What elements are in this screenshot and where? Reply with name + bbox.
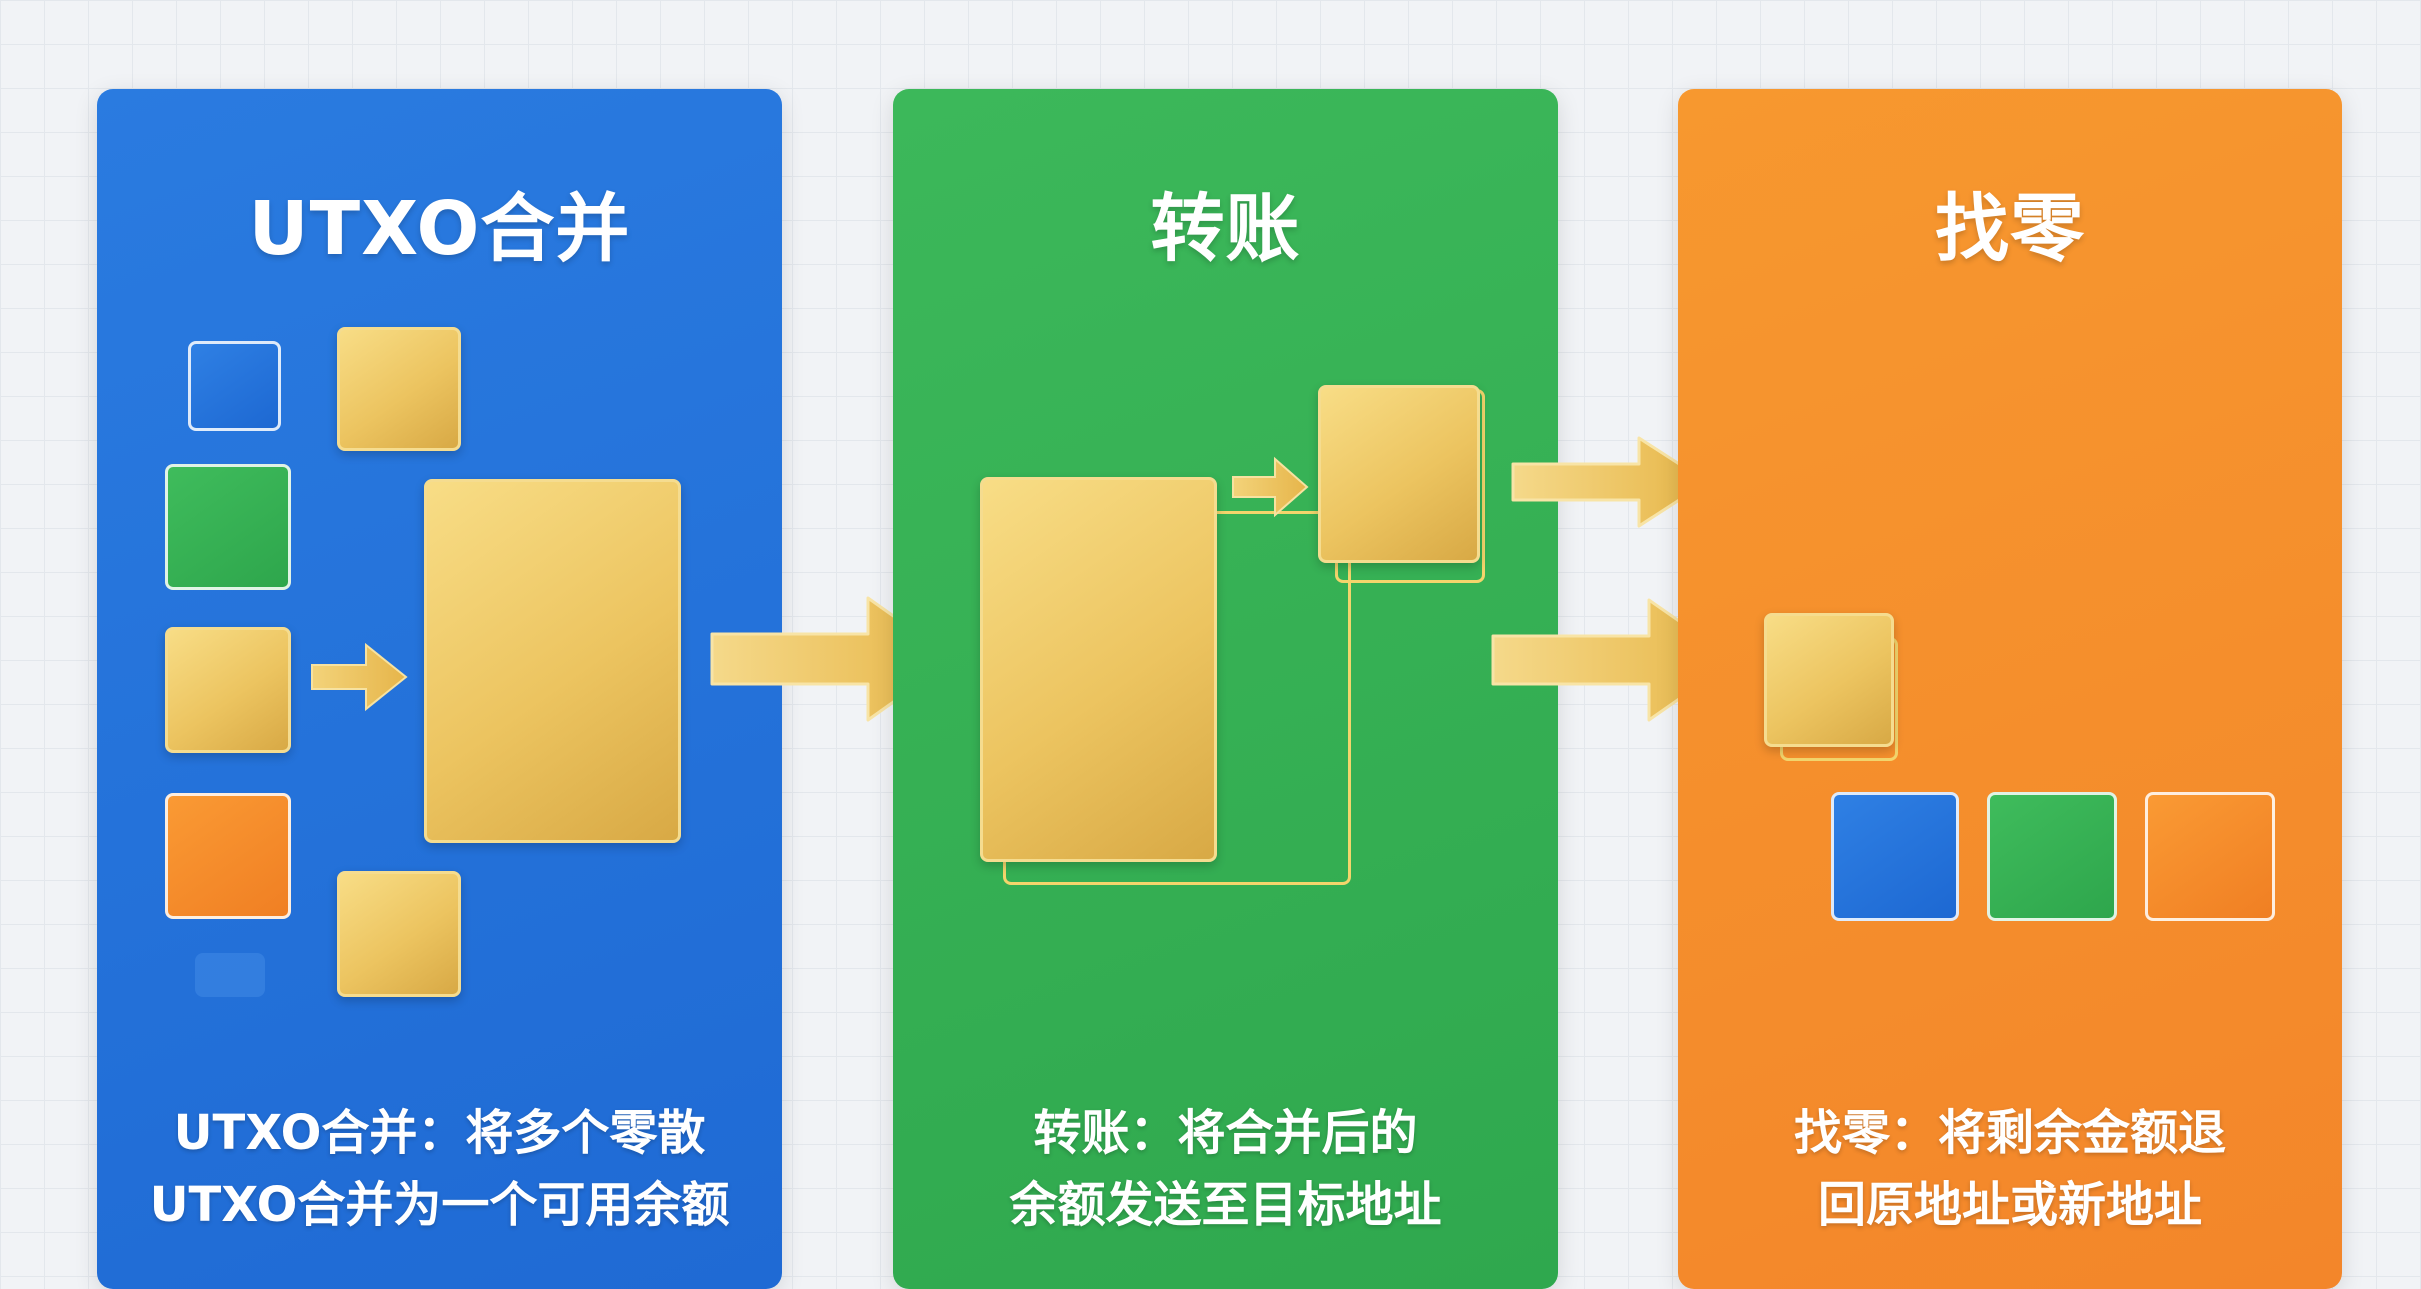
change-utxo-blue: [1831, 792, 1959, 921]
transfer-panel: 转账: [893, 89, 1558, 1289]
utxo-gold-top: [337, 327, 461, 451]
utxo-gold-middle: [165, 627, 291, 753]
change-caption-line2: 回原地址或新地址: [1817, 1177, 2202, 1233]
change-caption-wrap: 找零：将剩余金额退 回原地址或新地址: [1678, 0, 2342, 1279]
transfer-caption-line1: 转账：将合并后的: [1033, 1105, 1418, 1161]
change-utxo-orange: [2145, 792, 2275, 921]
merged-utxo-card: [424, 479, 681, 843]
send-arrow-icon: [1232, 456, 1309, 518]
transfer-caption-wrap: 转账：将合并后的 余额发送至目标地址: [893, 0, 1558, 1279]
utxo-green: [165, 464, 291, 590]
utxo-faded: [195, 953, 265, 997]
change-title: 找零: [1935, 186, 2085, 272]
change-utxo-green: [1987, 792, 2117, 921]
merge-arrow-icon: [311, 642, 408, 712]
change-caption-line1: 找零：将剩余金额退: [1793, 1105, 2226, 1161]
utxo-orange: [165, 793, 291, 919]
utxo-blue-small: [188, 341, 281, 431]
change-card: [1764, 613, 1894, 747]
transfer-caption-line2: 余额发送至目标地址: [1009, 1177, 1442, 1233]
transfer-card: [980, 477, 1217, 862]
merge-caption-line2: UTXO合并为一个可用余额: [149, 1177, 730, 1233]
transfer-title: 转账: [1150, 186, 1301, 272]
merge-caption-wrap: UTXO合并：将多个零散 UTXO合并为一个可用余额: [97, 0, 782, 1279]
utxo-gold-bottom: [337, 871, 461, 997]
change-panel: 找零: [1678, 89, 2342, 1289]
utxo-merge-panel: UTXO合并: [97, 89, 782, 1289]
target-address-card: [1318, 385, 1480, 563]
change-arrow-top-icon: [1511, 436, 1709, 528]
merge-caption-line1: UTXO合并：将多个零散: [173, 1105, 706, 1161]
merge-title: UTXO合并: [248, 186, 631, 272]
